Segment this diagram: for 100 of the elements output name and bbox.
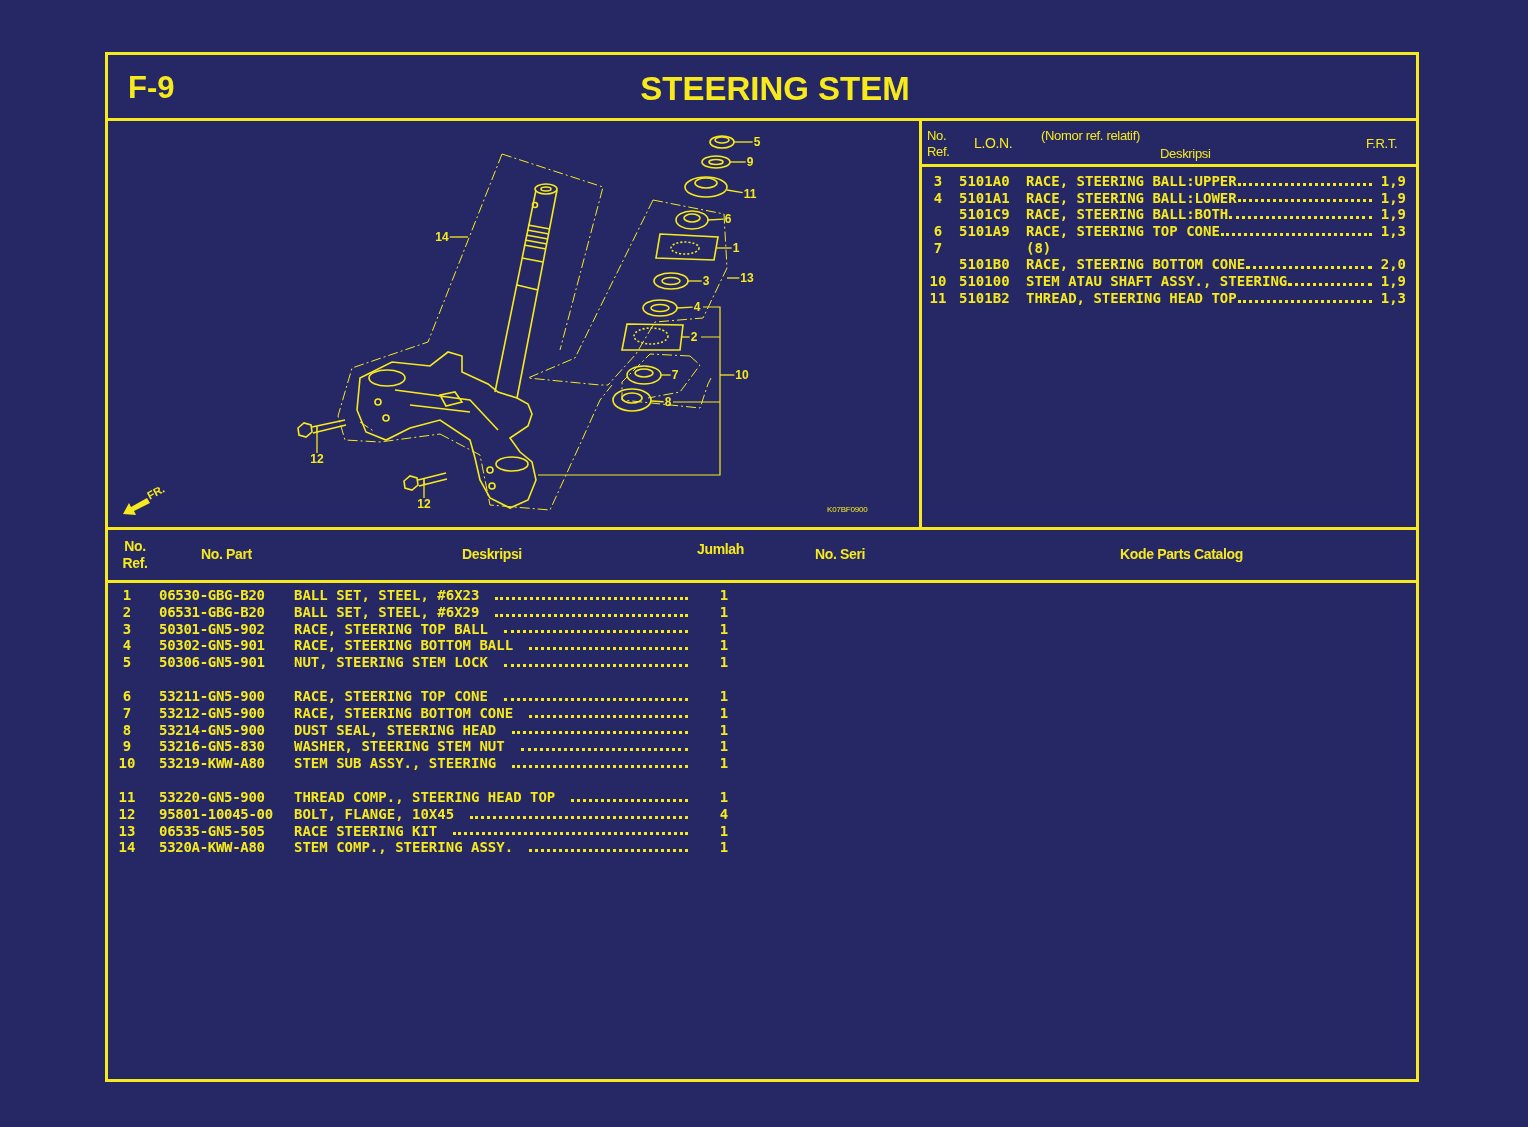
ref-number: 3 bbox=[121, 620, 133, 638]
part-description: RACE, STEERING BALL:UPPER bbox=[1026, 173, 1372, 190]
part-number: 50301-GN5-902 bbox=[159, 620, 265, 638]
part-number: 5320A-KWW-A80 bbox=[159, 839, 265, 857]
part-description: RACE STEERING KIT bbox=[294, 822, 688, 840]
callout-number: 7 bbox=[670, 369, 680, 381]
column-header: No. Ref. bbox=[121, 538, 149, 572]
ref-number: 10 bbox=[928, 273, 948, 290]
ref-number: 9 bbox=[121, 738, 133, 756]
part-number: 53219-KWW-A80 bbox=[159, 755, 265, 772]
part-description: DUST SEAL, STEERING HEAD bbox=[294, 721, 688, 739]
ref-number: 13 bbox=[117, 822, 137, 840]
callout-number: 10 bbox=[734, 369, 750, 381]
part-description: RACE, STEERING BOTTOM CONE bbox=[1026, 256, 1372, 274]
frt-value: 1,9 bbox=[1380, 189, 1406, 207]
quantity: 1 bbox=[718, 603, 730, 621]
part-description: RACE, STEERING BOTTOM CONE bbox=[294, 704, 688, 722]
leader-line bbox=[733, 141, 754, 143]
column-header: Kode Parts Catalog bbox=[1120, 547, 1243, 561]
column-header: Jumlah bbox=[697, 542, 744, 556]
quantity: 1 bbox=[718, 822, 730, 840]
part-description: RACE, STEERING TOP CONE bbox=[294, 688, 688, 705]
part-description: BALL SET, STEEL, #6X29 bbox=[294, 603, 688, 621]
leader-line bbox=[716, 247, 733, 249]
column-header: Deskripsi bbox=[462, 547, 522, 561]
callout-number: 6 bbox=[723, 213, 733, 225]
ref-number: 5 bbox=[121, 654, 133, 671]
quantity: 1 bbox=[718, 738, 730, 756]
quantity: 1 bbox=[718, 688, 730, 705]
part-number: 53212-GN5-900 bbox=[159, 704, 265, 722]
ref-number: 8 bbox=[121, 721, 133, 739]
leader-line bbox=[687, 280, 703, 282]
washer-drawing bbox=[701, 155, 731, 169]
callout-number: 5 bbox=[752, 136, 762, 148]
callout-number: 1 bbox=[731, 242, 741, 254]
leader-line bbox=[423, 482, 425, 499]
part-number: 53216-GN5-830 bbox=[159, 738, 265, 756]
ref-number: 1 bbox=[121, 587, 133, 604]
leader-line bbox=[707, 218, 725, 221]
ref-number: 6 bbox=[932, 223, 944, 240]
callout-number: 12 bbox=[309, 453, 325, 465]
ref-number: 12 bbox=[117, 805, 137, 823]
part-number: 53211-GN5-900 bbox=[159, 688, 265, 705]
part-number: 06530-GBG-B20 bbox=[159, 587, 265, 604]
column-header: No. Seri bbox=[815, 547, 866, 561]
quantity: 4 bbox=[718, 805, 730, 823]
thread-drawing bbox=[684, 176, 728, 198]
part-number: 50306-GN5-901 bbox=[159, 654, 265, 671]
leader-line bbox=[681, 336, 691, 338]
column-header: (Nomor ref. relatif) bbox=[1041, 129, 1140, 142]
ref-number: 14 bbox=[117, 839, 137, 857]
quantity: 1 bbox=[718, 637, 730, 655]
callout-number: 13 bbox=[739, 272, 755, 284]
front-label: FR. bbox=[144, 481, 168, 504]
lon-code: 5101A1 bbox=[959, 189, 1010, 207]
lon-code: 510100 bbox=[959, 273, 1010, 290]
ref-number: 3 bbox=[932, 173, 944, 190]
leader-line bbox=[660, 374, 672, 376]
quantity: 1 bbox=[718, 755, 730, 772]
frt-value: 1,9 bbox=[1380, 206, 1406, 224]
leader-line bbox=[316, 430, 318, 454]
part-description: RACE, STEERING TOP BALL bbox=[294, 620, 688, 638]
ref-number: 7 bbox=[121, 704, 133, 722]
part-number: 06535-GN5-505 bbox=[159, 822, 265, 840]
ref-number: 2 bbox=[121, 603, 133, 621]
leader-line bbox=[650, 400, 665, 403]
bolt-drawing bbox=[297, 419, 347, 438]
ref-number: 7 bbox=[932, 239, 944, 257]
leader-line bbox=[726, 277, 740, 279]
callout-number: 11 bbox=[742, 188, 758, 200]
callout-number: 2 bbox=[689, 331, 699, 343]
ref-number: 6 bbox=[121, 688, 133, 705]
part-description: NUT, STEERING STEM LOCK bbox=[294, 654, 688, 671]
part-number: 53220-GN5-900 bbox=[159, 788, 265, 806]
column-header: No. Ref. bbox=[927, 128, 951, 160]
part-description: RACE, STEERING TOP CONE bbox=[1026, 223, 1372, 240]
quantity: 1 bbox=[718, 654, 730, 671]
frt-value: 1,3 bbox=[1380, 289, 1406, 307]
frt-value: 1,9 bbox=[1380, 273, 1406, 290]
quantity: 1 bbox=[718, 620, 730, 638]
ref-number: 4 bbox=[932, 189, 944, 207]
leader-line bbox=[676, 306, 694, 309]
drawing-number: K07BF0900 bbox=[827, 504, 868, 516]
part-description: RACE, STEERING BALL:LOWER bbox=[1026, 189, 1372, 207]
page-title: STEERING STEM bbox=[639, 72, 911, 105]
ref-number: 4 bbox=[121, 637, 133, 655]
part-description: (8) bbox=[1026, 239, 1052, 257]
ref-number: 10 bbox=[117, 755, 137, 772]
column-header: Deskripsi bbox=[1160, 147, 1211, 160]
part-description: BALL SET, STEEL, #6X23 bbox=[294, 587, 688, 604]
frt-value: 1,9 bbox=[1380, 173, 1406, 190]
part-number: 95801-10045-00 bbox=[159, 805, 273, 823]
lon-code: 5101A9 bbox=[959, 223, 1010, 240]
quantity: 1 bbox=[718, 587, 730, 604]
part-description: RACE, STEERING BALL:BOTH bbox=[1026, 206, 1372, 224]
leader-line bbox=[726, 189, 744, 194]
column-header: F.R.T. bbox=[1366, 137, 1398, 150]
part-number: 53214-GN5-900 bbox=[159, 721, 265, 739]
callout-number: 9 bbox=[745, 156, 755, 168]
quantity: 1 bbox=[718, 839, 730, 857]
